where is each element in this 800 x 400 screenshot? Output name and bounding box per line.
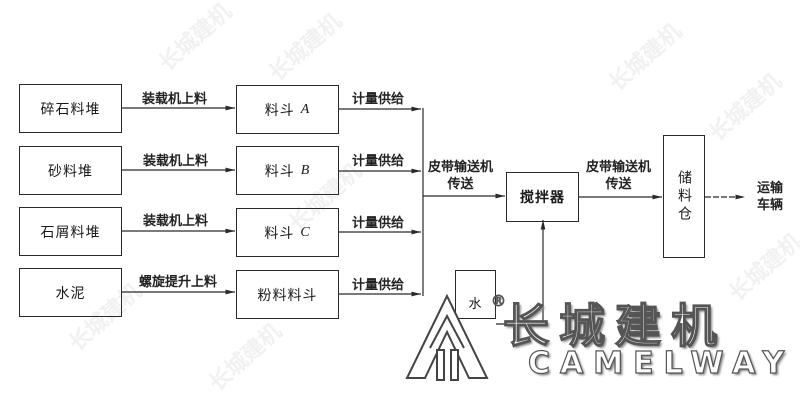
loading-step-label: 装载机上料 xyxy=(143,214,209,229)
hopper-label: 粉料料斗 xyxy=(257,287,318,304)
loading-step-label: 装载机上料 xyxy=(142,92,208,107)
source-label: 砂料堆 xyxy=(48,163,93,180)
water-label: 水 xyxy=(468,297,483,312)
brand-logo-icon xyxy=(405,293,489,381)
storage-bin-box: 储料仓 xyxy=(663,135,705,258)
feeding-step-label: 计量供给 xyxy=(352,278,405,293)
storage-bin-label: 储料仓 xyxy=(676,169,692,224)
source-gravel-pile: 碎石料堆 xyxy=(19,84,122,133)
hopper-c: 料斗 C xyxy=(236,208,339,257)
hopper-a: 料斗 A xyxy=(236,85,339,134)
loading-step-label: 装载机上料 xyxy=(143,154,209,169)
hopper-label: 料斗 xyxy=(264,225,295,242)
hopper-suffix: C xyxy=(300,224,311,240)
source-stone-chips-pile: 石屑料堆 xyxy=(19,207,122,256)
source-sand-pile: 砂料堆 xyxy=(19,146,122,195)
source-label: 石屑料堆 xyxy=(40,224,101,241)
source-label: 碎石料堆 xyxy=(40,101,101,118)
feeding-step-label: 计量供给 xyxy=(352,216,405,231)
hopper-suffix: A xyxy=(300,101,311,117)
conveyor-1-line1: 皮带输送机 xyxy=(428,160,494,175)
transport-line1: 运输 xyxy=(757,181,784,196)
hopper-powder: 粉料料斗 xyxy=(236,270,339,319)
hopper-b: 料斗 B xyxy=(236,146,339,195)
conveyor-1-line2: 传送 xyxy=(447,177,474,192)
conveyor-2-label: 皮带输送机 传送 xyxy=(586,159,651,193)
transport-label: 运输 车辆 xyxy=(757,180,783,214)
transport-line2: 车辆 xyxy=(757,198,784,213)
hopper-label: 料斗 xyxy=(264,102,295,119)
mixer-label: 搅拌器 xyxy=(520,190,565,206)
loading-step-label: 螺旋提升上料 xyxy=(139,275,218,290)
hopper-suffix: B xyxy=(300,162,311,178)
brand-name-en: CAMELWAY xyxy=(527,345,795,381)
brand-name-cn: 长城建机 xyxy=(502,298,727,353)
conveyor-1-label: 皮带输送机 传送 xyxy=(428,159,493,193)
mixer-box: 搅拌器 xyxy=(506,172,579,222)
feeding-step-label: 计量供给 xyxy=(352,154,405,169)
source-label: 水泥 xyxy=(55,285,86,302)
source-cement: 水泥 xyxy=(19,268,122,317)
hopper-label: 料斗 xyxy=(264,163,295,180)
feeding-step-label: 计量供给 xyxy=(352,92,405,107)
registered-mark: ® xyxy=(491,292,507,311)
water-box: 水 xyxy=(455,270,496,319)
conveyor-2-line2: 传送 xyxy=(605,177,632,192)
conveyor-2-line1: 皮带输送机 xyxy=(586,160,652,175)
